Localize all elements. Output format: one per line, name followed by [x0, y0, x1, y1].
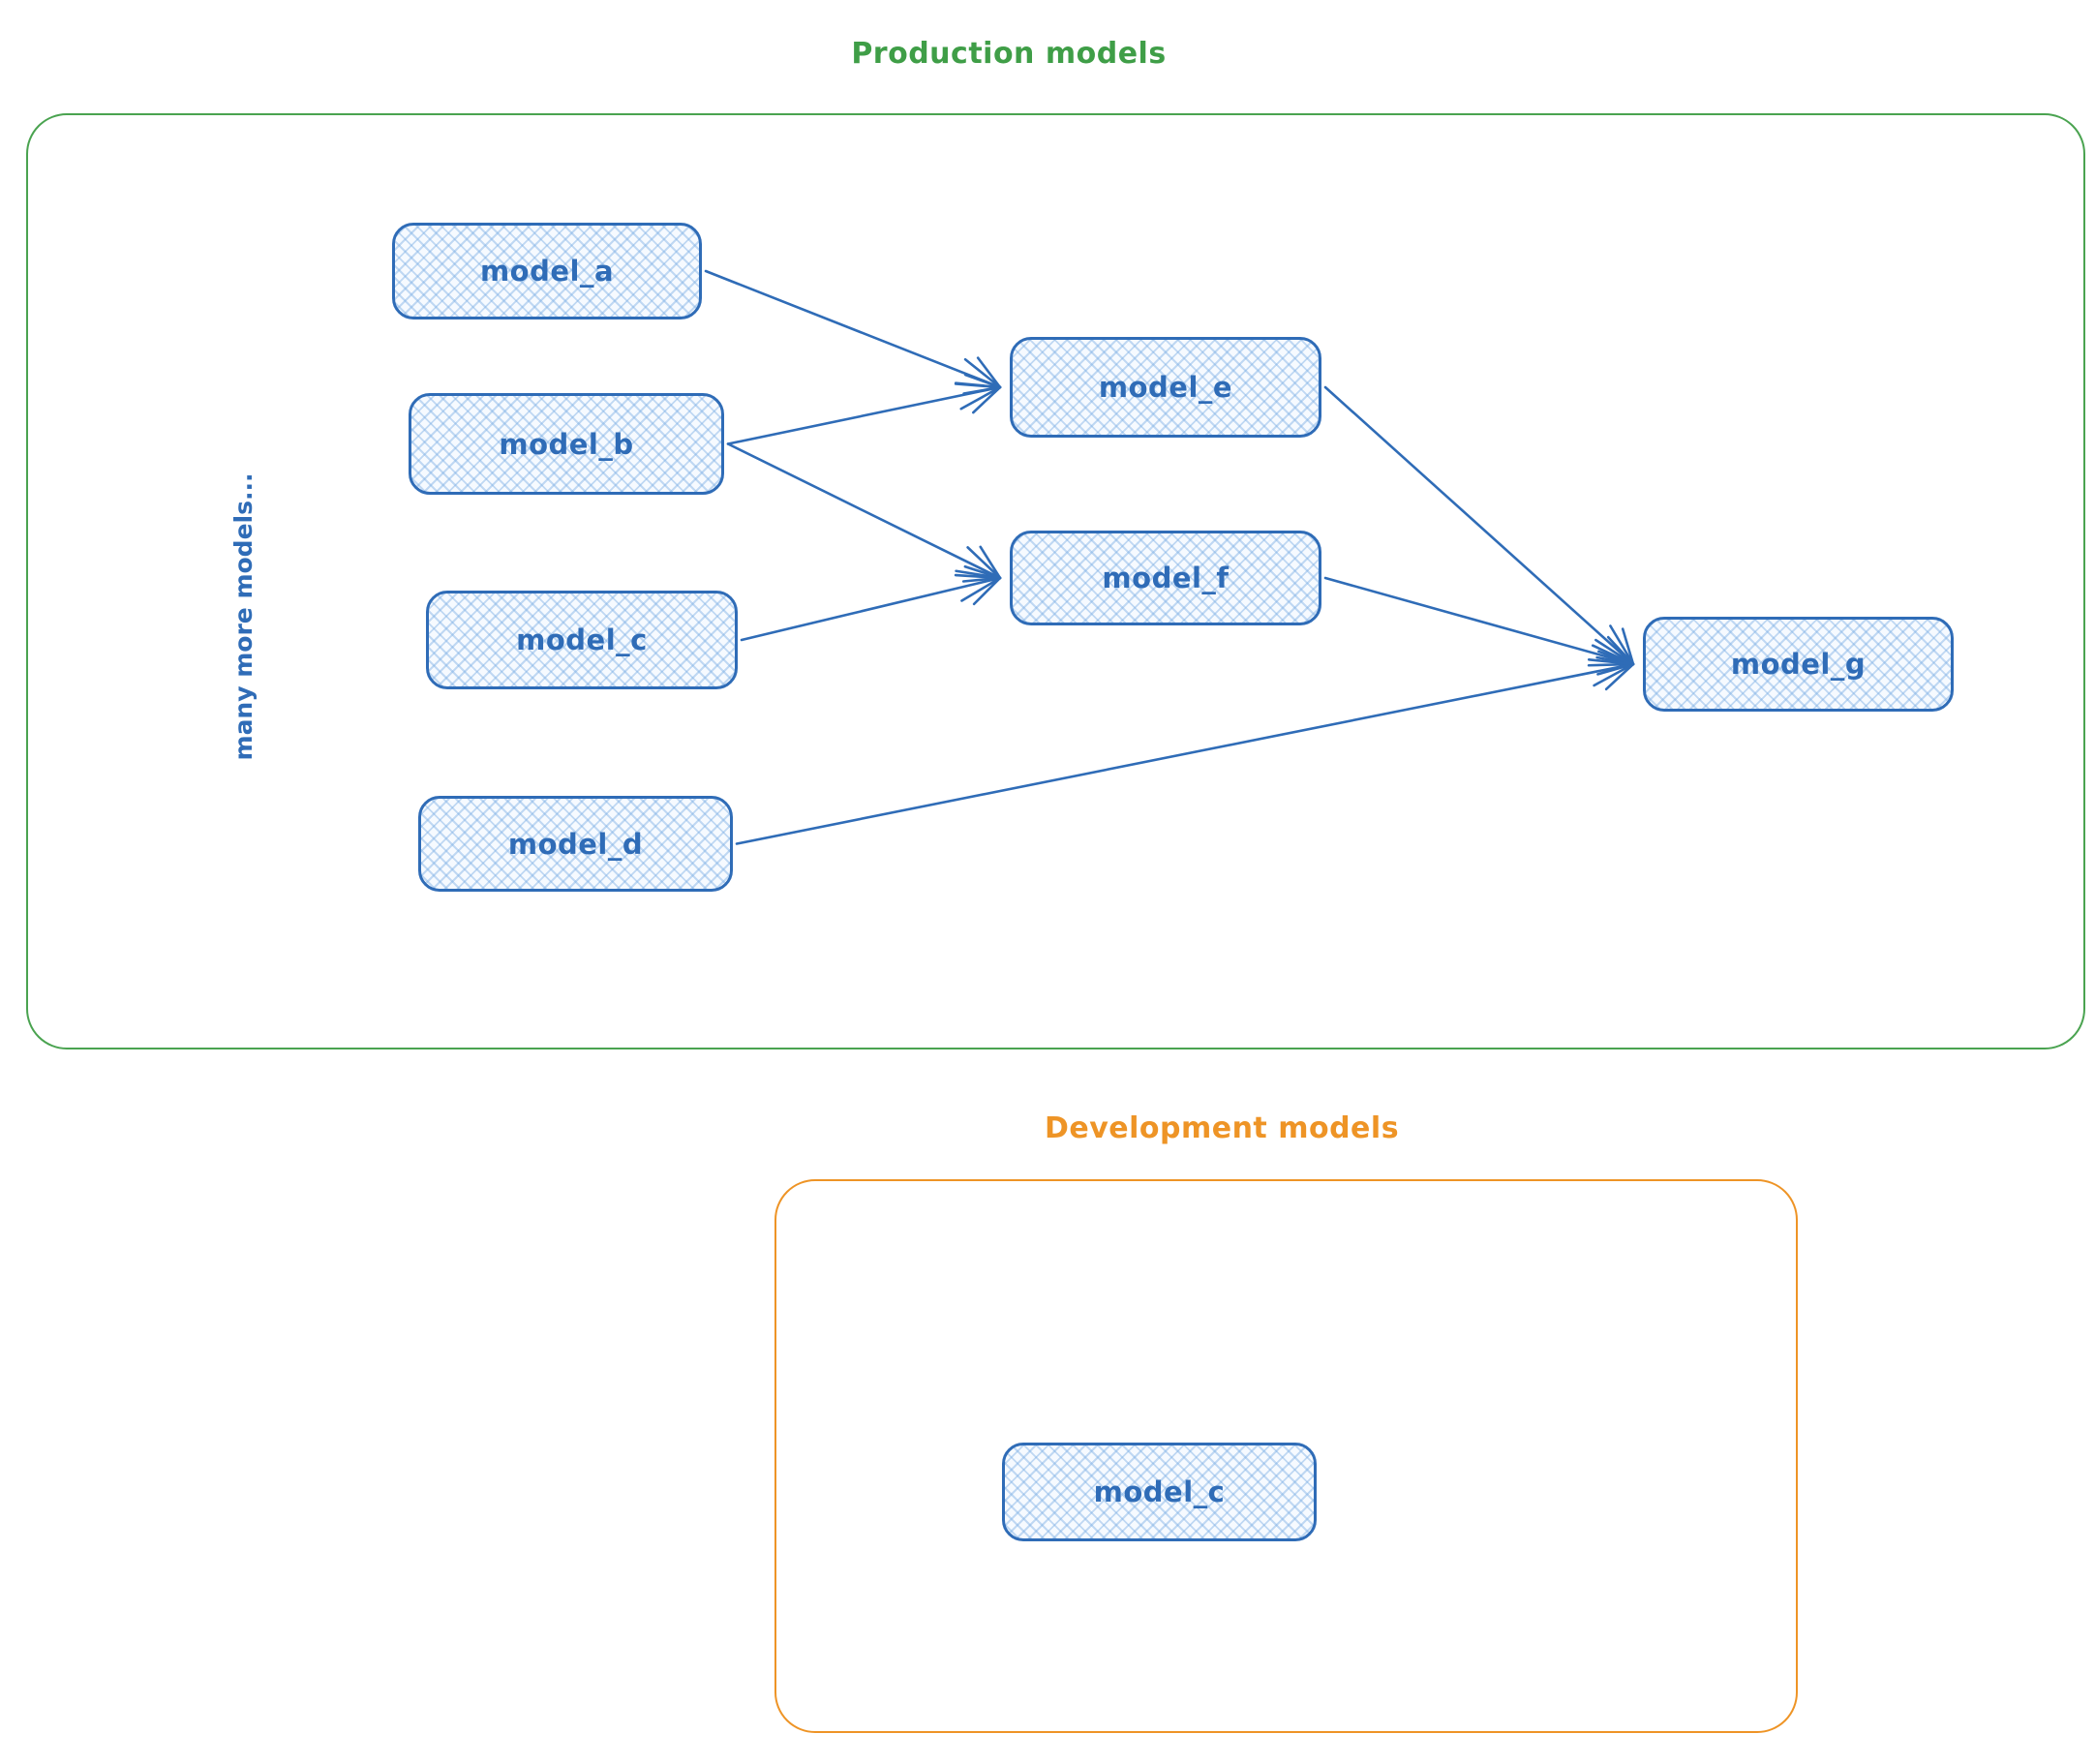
node-label-model_d: model_d: [507, 827, 644, 861]
node-label-model_g: model_g: [1730, 648, 1867, 681]
node-label-model_e: model_e: [1098, 371, 1233, 404]
node-model_b: model_b: [409, 393, 724, 495]
node-model_d: model_d: [418, 796, 733, 892]
node-label-model_c: model_c: [516, 623, 648, 656]
node-model_c_dev: model_c: [1002, 1443, 1317, 1541]
production-section-title: Production models: [851, 37, 1167, 71]
development-frame: [774, 1179, 1798, 1733]
node-model_g: model_g: [1643, 617, 1954, 712]
node-model_e: model_e: [1010, 337, 1321, 438]
node-label-model_f: model_f: [1102, 562, 1230, 594]
many-more-models-label: many more models...: [229, 472, 258, 761]
node-model_a: model_a: [392, 223, 702, 319]
node-label-model_c_dev: model_c: [1093, 1475, 1226, 1508]
node-label-model_a: model_a: [479, 255, 615, 288]
node-model_f: model_f: [1010, 531, 1321, 625]
node-model_c: model_c: [426, 591, 738, 689]
production-frame: [26, 113, 2085, 1049]
node-label-model_b: model_b: [499, 427, 634, 461]
development-section-title: Development models: [1044, 1111, 1400, 1145]
